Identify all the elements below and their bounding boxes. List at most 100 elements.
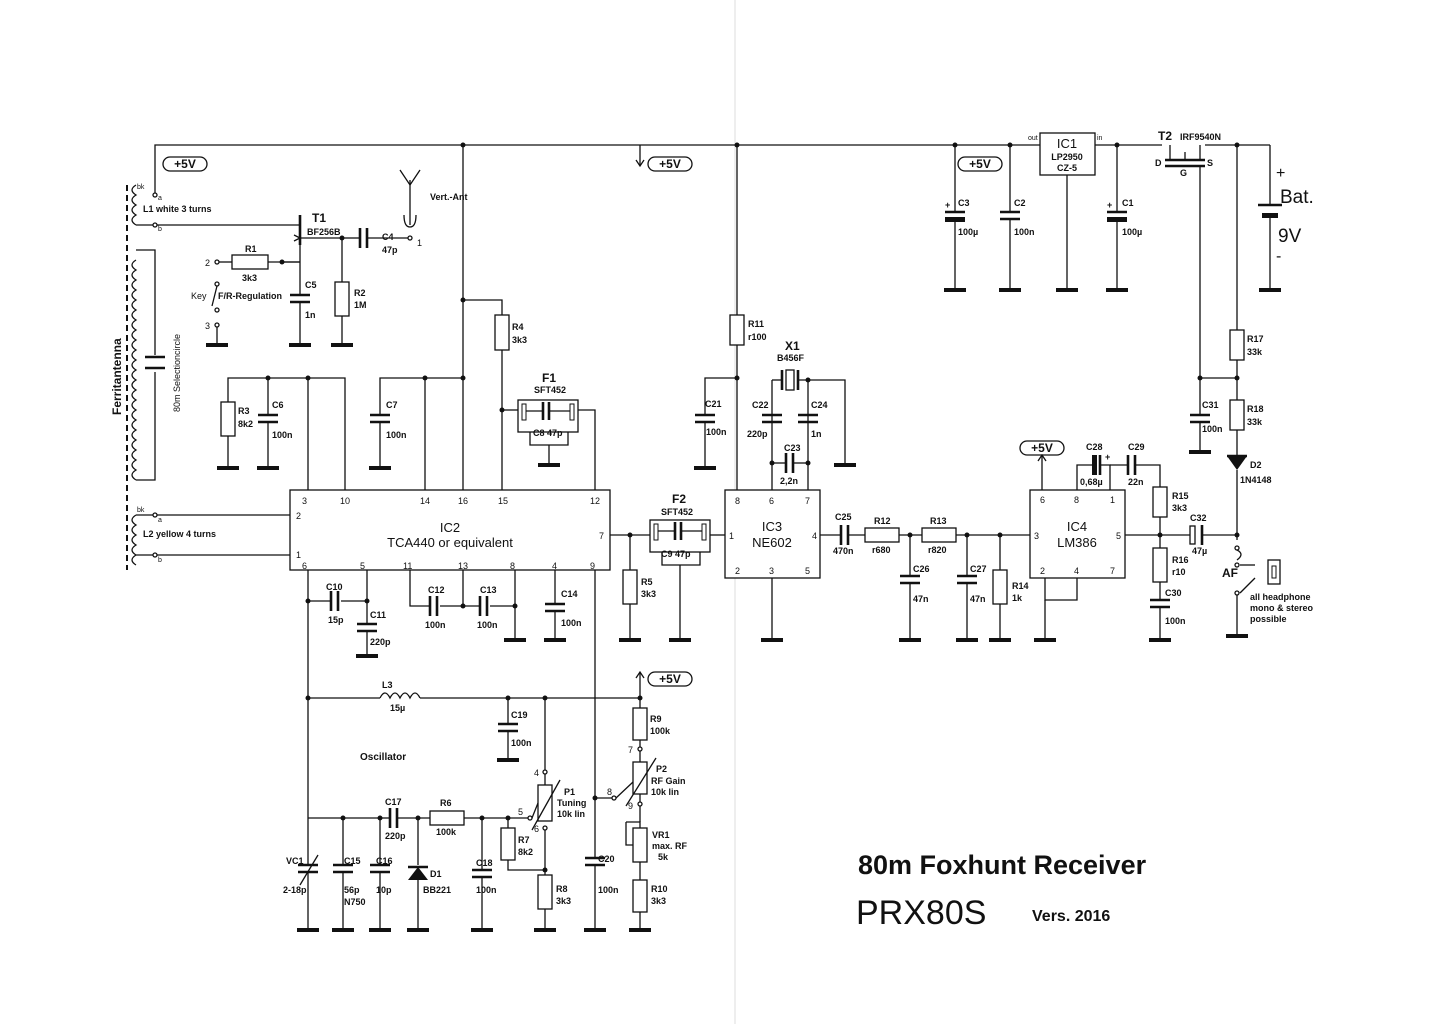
svg-text:5: 5 [1116, 531, 1121, 541]
svg-text:11: 11 [403, 561, 412, 571]
svg-text:100n: 100n [561, 618, 582, 628]
svg-text:4: 4 [812, 531, 817, 541]
capacitor-c21: C21 100n [692, 399, 727, 470]
svg-text:T1: T1 [312, 211, 326, 225]
plus5v-tag-3: +5V [957, 156, 1003, 172]
ic1-regulator: IC1 LP2950 CZ-5 out in [1028, 132, 1103, 292]
resistor-r3: R3 8k2 [215, 401, 253, 470]
svg-text:+: + [1105, 452, 1110, 462]
svg-text:8k2: 8k2 [238, 419, 253, 429]
svg-text:15p: 15p [328, 615, 344, 625]
svg-text:16: 16 [458, 496, 468, 506]
svg-text:12: 12 [590, 496, 600, 506]
svg-text:C21: C21 [705, 399, 722, 409]
svg-text:14: 14 [420, 496, 430, 506]
svg-text:r820: r820 [928, 545, 947, 555]
svg-text:3k3: 3k3 [556, 896, 571, 906]
svg-text:100n: 100n [1202, 424, 1223, 434]
svg-text:8: 8 [510, 561, 515, 571]
svg-text:C7: C7 [386, 400, 398, 410]
capacitor-c13: C13 100n [477, 585, 498, 630]
diode-d2: D2 1N4148 [1227, 454, 1272, 540]
svg-text:10k lin: 10k lin [557, 809, 585, 819]
svg-text:C14: C14 [561, 589, 578, 599]
af-output-jack: AF all headphone mono & stereo possible [1222, 545, 1314, 638]
svg-text:b: b [158, 557, 162, 564]
resistor-r17: R17 33k [1229, 145, 1264, 400]
svg-text:220p: 220p [747, 429, 768, 439]
resistor-r9: R9 100k [632, 698, 671, 747]
svg-text:C9 47p: C9 47p [661, 549, 691, 559]
plus5v-tag-1: +5V [162, 156, 208, 172]
svg-text:0,68µ: 0,68µ [1080, 477, 1103, 487]
svg-text:C8 47p: C8 47p [533, 428, 563, 438]
svg-text:22n: 22n [1128, 477, 1144, 487]
svg-text:bk: bk [137, 184, 145, 191]
svg-text:5k: 5k [658, 852, 669, 862]
svg-text:R3: R3 [238, 406, 250, 416]
svg-text:10p: 10p [376, 885, 392, 895]
plus5v-tag-4: +5V [1019, 440, 1065, 490]
plus5v-tag-5: +5V [635, 670, 693, 700]
svg-text:1k: 1k [1012, 593, 1023, 603]
svg-text:C29: C29 [1128, 442, 1145, 452]
svg-text:a: a [158, 195, 162, 202]
svg-text:r680: r680 [872, 545, 891, 555]
resistor-r18: R18 33k [1229, 399, 1264, 455]
svg-text:C15: C15 [344, 856, 361, 866]
svg-text:mono & stereo: mono & stereo [1250, 603, 1314, 613]
svg-text:1N4148: 1N4148 [1240, 475, 1272, 485]
svg-text:2: 2 [735, 566, 740, 576]
svg-text:D2: D2 [1250, 460, 1262, 470]
svg-text:R5: R5 [641, 577, 653, 587]
capacitor-c6: C6 100n [255, 378, 293, 470]
svg-text:C30: C30 [1165, 588, 1182, 598]
svg-text:Key: Key [191, 291, 207, 301]
svg-text:Tuning: Tuning [557, 798, 586, 808]
svg-text:G: G [1180, 168, 1187, 178]
svg-text:C24: C24 [811, 400, 828, 410]
svg-text:R4: R4 [512, 322, 524, 332]
svg-text:in: in [1097, 135, 1103, 142]
svg-text:R8: R8 [556, 884, 568, 894]
svg-text:8k2: 8k2 [518, 847, 533, 857]
capacitor-c11: C11 220p [354, 601, 391, 658]
svg-text:Ferritantenna: Ferritantenna [110, 338, 124, 415]
svg-text:2: 2 [205, 258, 210, 268]
svg-text:F1: F1 [542, 371, 556, 385]
svg-text:R12: R12 [874, 516, 891, 526]
svg-text:3: 3 [1034, 531, 1039, 541]
svg-text:8: 8 [735, 496, 740, 506]
svg-text:VR1: VR1 [652, 830, 670, 840]
svg-text:220p: 220p [370, 637, 391, 647]
svg-text:+: + [945, 200, 950, 210]
resistor-r2: R2 1M [329, 235, 367, 347]
svg-text:C11: C11 [370, 610, 386, 620]
plus5v-tag-2: +5V [647, 156, 693, 172]
resistor-r12: R12 r680 [864, 516, 922, 555]
coil-l2: bk a b L2 yellow 4 turns [131, 507, 290, 566]
svg-text:max. RF: max. RF [652, 841, 688, 851]
resistor-r4: R4 3k3 [494, 314, 527, 351]
svg-text:RF Gain: RF Gain [651, 776, 686, 786]
title-model: PRX80S [856, 894, 987, 932]
capacitor-c31: C31 100n [1187, 375, 1240, 454]
svg-text:47µ: 47µ [1192, 546, 1207, 556]
transistor-t1: T1 BF256B [282, 211, 360, 263]
capacitor-c12: C12 100n [425, 585, 446, 630]
svg-text:15µ: 15µ [390, 703, 405, 713]
crystal-x1: X1 B456F [771, 339, 858, 490]
svg-text:9: 9 [628, 801, 633, 811]
svg-text:C6: C6 [272, 400, 284, 410]
svg-text:D1: D1 [430, 869, 442, 879]
svg-text:8: 8 [1074, 495, 1079, 505]
diode-d1: D1 BB221 [405, 818, 451, 932]
ic3-ne602: IC3 NE602 8 6 7 1 4 2 3 5 [724, 489, 821, 642]
capacitor-c19: C19 100n [495, 698, 532, 762]
svg-text:IC4: IC4 [1067, 519, 1087, 534]
svg-text:L3: L3 [382, 680, 393, 690]
svg-text:C20: C20 [598, 854, 615, 864]
svg-text:2: 2 [1040, 566, 1045, 576]
svg-text:C31: C31 [1202, 400, 1219, 410]
